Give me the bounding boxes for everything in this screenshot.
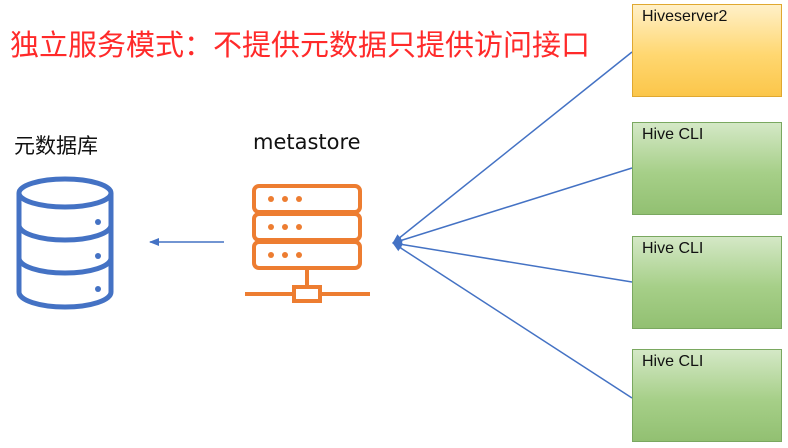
hive-cli-box-3: Hive CLI	[632, 349, 782, 442]
diagram-title: 独立服务模式：不提供元数据只提供访问接口	[10, 28, 591, 62]
connector-hive-cli-3	[392, 242, 633, 399]
database-icon	[16, 176, 114, 310]
connector-hiveserver2	[392, 51, 633, 244]
client-connectors	[392, 51, 633, 399]
hiveserver2-box: Hiveserver2	[632, 4, 782, 97]
hiveserver2-label: Hiveserver2	[642, 8, 728, 25]
connector-hive-cli-1	[392, 167, 633, 245]
database-label: 元数据库	[14, 134, 98, 158]
hive-cli-box-1: Hive CLI	[632, 122, 782, 215]
hive-cli-label-3: Hive CLI	[642, 353, 704, 370]
metastore-label: metastore	[253, 130, 361, 154]
hive-cli-label-2: Hive CLI	[642, 240, 704, 257]
hive-cli-box-2: Hive CLI	[632, 236, 782, 329]
server-rack-icon	[245, 184, 370, 303]
connector-hive-cli-2	[392, 240, 633, 283]
hive-cli-label-1: Hive CLI	[642, 126, 704, 143]
